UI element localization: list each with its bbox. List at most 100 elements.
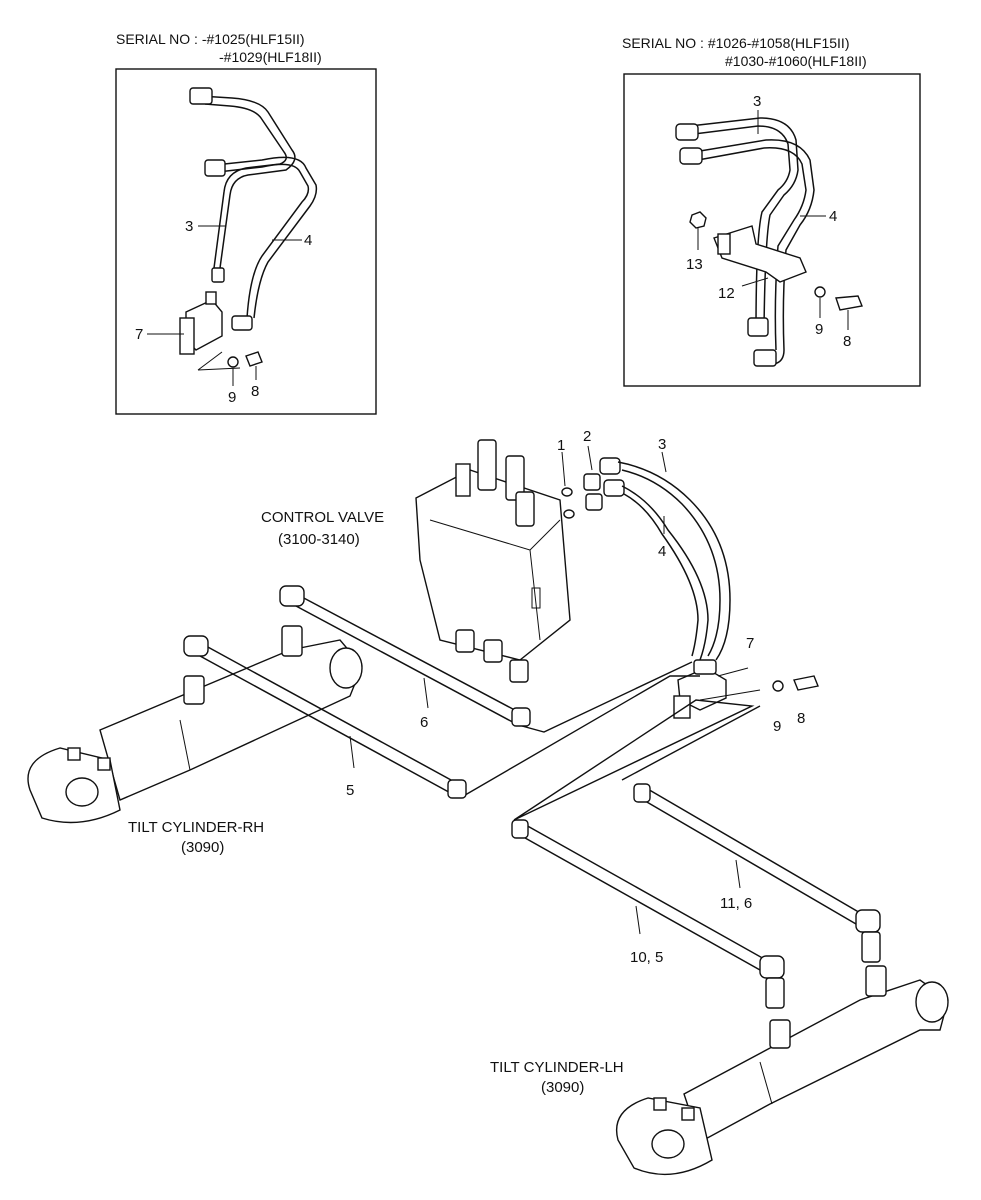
hose-3 (617, 461, 731, 661)
inset-left-pipe-4 (214, 156, 318, 319)
tilt-lh-code: (3090) (541, 1079, 584, 1096)
tube-6-end (511, 707, 531, 727)
tilt-lh-grease-b (681, 1107, 695, 1121)
bolt-8 (793, 675, 819, 691)
tilt-rh-port-b (281, 625, 303, 657)
connector-2a (583, 473, 601, 491)
leader-bolt (699, 689, 761, 701)
inset-left-fitting-top (189, 87, 213, 105)
tilt-lh-caption: TILT CYLINDER-LH (490, 1059, 624, 1076)
inset-left-fitting-low (211, 267, 225, 283)
inset-left-pipe-4b (217, 163, 310, 319)
inset-left-label-7: 7 (135, 326, 143, 343)
inset-left-bolt-8 (245, 351, 263, 367)
serial-right-line2: #1030-#1060(HLF18II) (725, 53, 867, 69)
inset-left: SERIAL NO : -#1025(HLF15II) -#1029(HLF18… (115, 31, 377, 415)
control-valve-plate (531, 587, 541, 609)
elbow-3 (599, 457, 621, 475)
inset-left-washer-9 (227, 356, 239, 368)
tee-fitting-top (693, 659, 717, 675)
tilt-lh-port-a (769, 1019, 791, 1049)
elbow-4 (603, 479, 625, 497)
hose-4b (623, 493, 699, 657)
tilt-rh-ring (179, 719, 191, 771)
inset-right-fitting-c (747, 317, 769, 337)
tube-11-end (633, 783, 651, 803)
o-ring-1a (561, 487, 573, 497)
inset-left-label-3: 3 (185, 218, 193, 235)
inset-left-pipe-3b (204, 103, 287, 269)
control-valve-body (415, 469, 571, 661)
tilt-lh-port-b (865, 965, 887, 997)
inset-right-nut-13 (689, 211, 707, 229)
label-9: 9 (773, 718, 781, 735)
label-6: 6 (420, 714, 428, 731)
tilt-lh-rod-eye (915, 981, 949, 1023)
tee-bracket (673, 695, 691, 719)
inset-left-fitting-top-block (205, 291, 217, 305)
hose-3b (621, 469, 721, 657)
tilt-cylinder-rh (27, 625, 363, 824)
label-8: 8 (797, 710, 805, 727)
route-10 (513, 699, 755, 821)
inset-right-label-3: 3 (753, 93, 761, 110)
serial-right-line1: SERIAL NO : #1026-#1058(HLF15II) (622, 35, 850, 51)
main-assembly: CONTROL VALVE (3100-3140) 1 2 3 4 7 9 8 (27, 428, 949, 1176)
label-2: 2 (583, 428, 591, 445)
inset-left-label-9: 9 (228, 389, 236, 406)
o-ring-1b (563, 509, 575, 519)
tube-10-end (511, 819, 529, 839)
serial-left-line1: SERIAL NO : -#1025(HLF15II) (116, 31, 305, 47)
tilt-lh-barrel (683, 979, 949, 1144)
tube-11-b (639, 797, 857, 925)
tube-5-a (205, 645, 463, 787)
label-11-6: 11, 6 (720, 895, 752, 912)
tilt-rh-port-a (183, 675, 205, 705)
inset-right-frame (623, 73, 921, 387)
tilt-rh-grease-a (67, 747, 81, 761)
inset-right-label-4: 4 (829, 208, 837, 225)
inset-left-label-4: 4 (304, 232, 312, 249)
tube-5-elbow (183, 635, 209, 657)
inset-right-label-12: 12 (718, 285, 735, 302)
tube-5-b (199, 655, 457, 797)
tube-6-b (295, 605, 521, 727)
label-5: 5 (346, 782, 354, 799)
tube-11-port (861, 931, 881, 963)
control-valve-lever-a (455, 463, 471, 497)
inset-right-label-13: 13 (686, 256, 703, 273)
label-7: 7 (746, 635, 754, 652)
inset-right-clamp-pad (717, 233, 731, 255)
leader-2 (587, 445, 593, 471)
inset-left-fitting-mid (204, 159, 226, 177)
inset-left-label-8: 8 (251, 383, 259, 400)
route-11 (621, 705, 761, 781)
tube-10-elbow (759, 955, 785, 979)
tilt-rh-caption: TILT CYLINDER-RH (128, 819, 264, 836)
control-valve (415, 439, 571, 683)
control-valve-caption: CONTROL VALVE (261, 509, 384, 526)
inset-left-leader-bolt-a (197, 351, 223, 371)
label-4: 4 (658, 543, 666, 560)
leader-1 (561, 451, 566, 487)
inset-right-label-9: 9 (815, 321, 823, 338)
inset-right-pipe-4 (693, 139, 815, 365)
inset-right-washer-9 (814, 286, 826, 298)
inset-right-fitting-a (675, 123, 699, 141)
connector-2b (585, 493, 603, 511)
leader-10 (635, 905, 641, 935)
inset-left-frame (115, 68, 377, 415)
tilt-cylinder-lh (616, 965, 949, 1176)
leader-3 (661, 451, 667, 473)
tube-6-elbow (279, 585, 305, 607)
tube-11-elbow (855, 909, 881, 933)
control-valve-spool-c (515, 491, 535, 527)
inset-right-fitting-d (753, 349, 777, 367)
tilt-rh-barrel (99, 639, 363, 801)
inset-left-pipe-3 (199, 95, 296, 269)
tube-10-port (765, 977, 785, 1009)
route-5 (459, 675, 700, 799)
tube-5-end (447, 779, 467, 799)
tube-6-a (299, 595, 527, 717)
